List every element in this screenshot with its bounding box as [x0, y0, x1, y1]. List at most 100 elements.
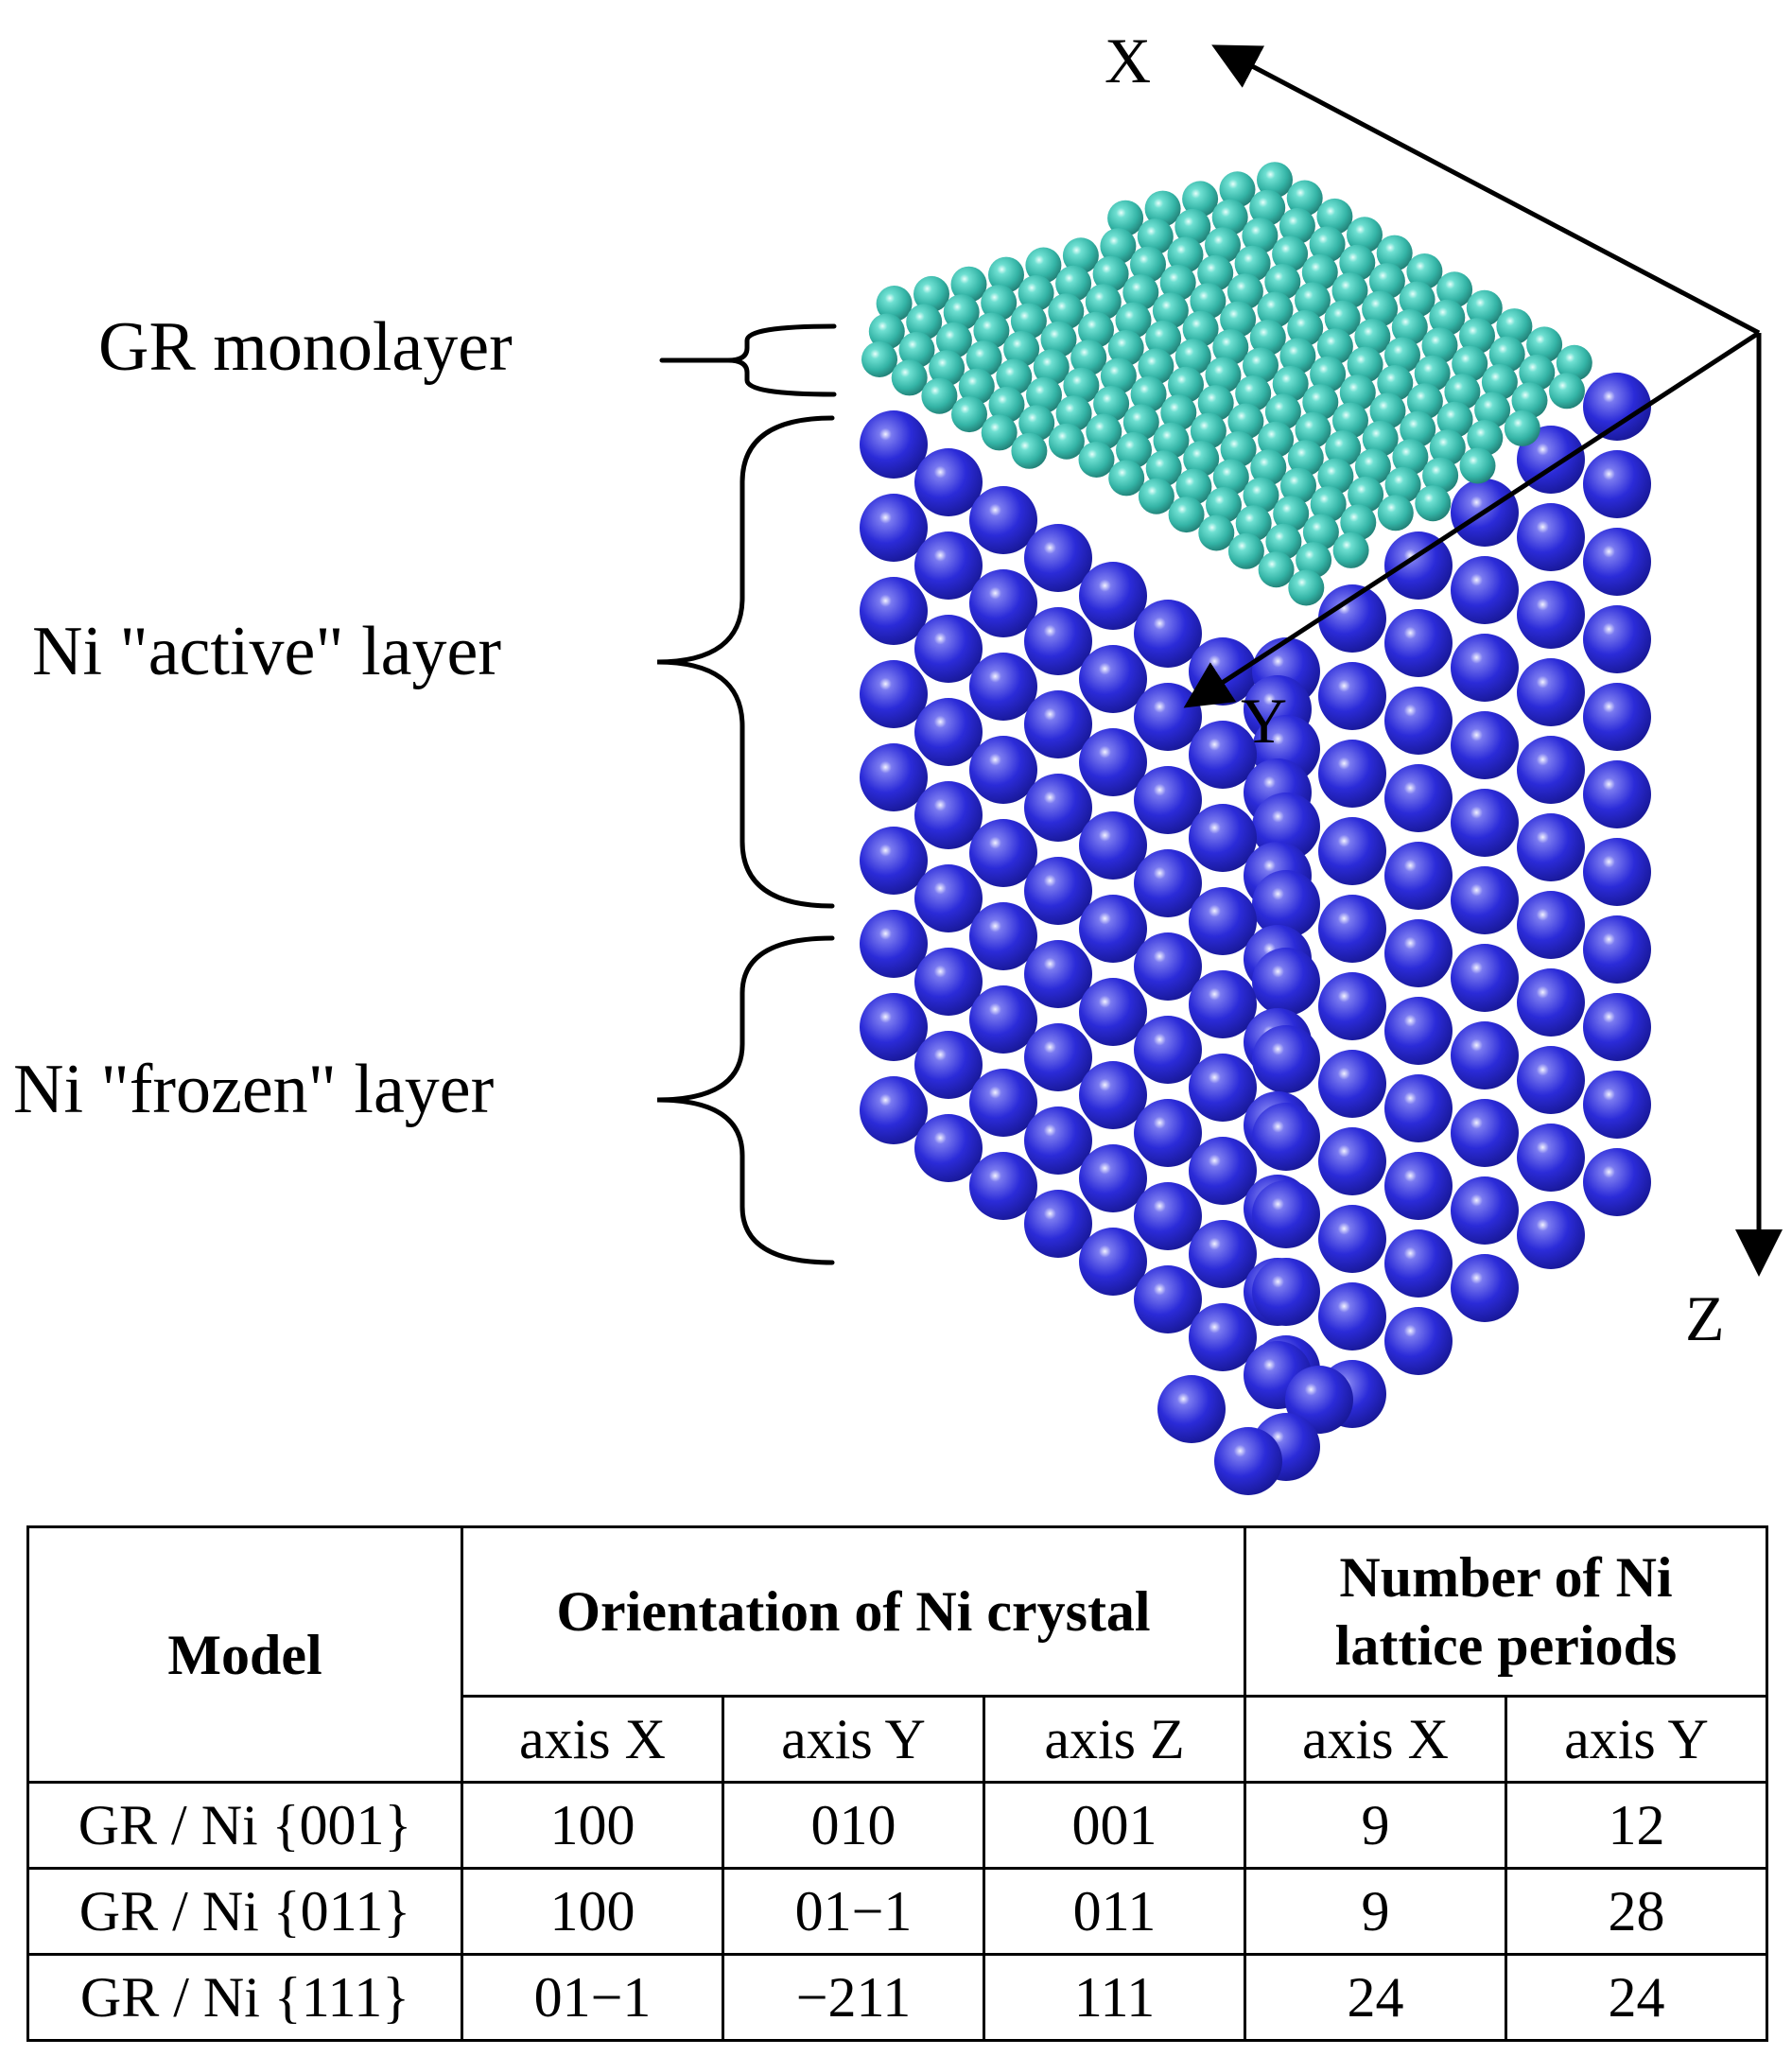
- orientation-y-cell: 010: [722, 1781, 985, 1870]
- table-row: GR / Ni {011} 100 01−1 011 9 28: [26, 1867, 1769, 1956]
- graphene-atom: [1025, 247, 1062, 284]
- graphene-atom: [1392, 439, 1429, 476]
- graphene-atom: [1159, 264, 1196, 301]
- graphene-atom: [1317, 458, 1354, 495]
- graphene-atom: [1048, 423, 1085, 460]
- graphene-atom: [1220, 431, 1257, 467]
- ni-atom: [1451, 1254, 1519, 1322]
- graphene-atom: [1391, 309, 1428, 345]
- graphene-atom: [1325, 430, 1362, 467]
- ni-atom: [969, 736, 1037, 804]
- ni-atom: [1079, 895, 1147, 963]
- graphene-atom: [1264, 393, 1301, 430]
- graphene-atom: [1288, 569, 1325, 606]
- graphene-atom: [913, 275, 949, 312]
- graphene-atom: [1459, 318, 1495, 355]
- graphene-atom: [1362, 420, 1399, 457]
- ni-atom: [1583, 1148, 1651, 1216]
- ni-atom-lattice: [860, 373, 1651, 1495]
- x-axis-arrow: [1211, 44, 1761, 336]
- graphene-atom: [1168, 366, 1204, 403]
- graphene-atom: [1295, 282, 1331, 319]
- ni-atom: [1318, 1127, 1386, 1195]
- graphene-atom: [1519, 354, 1556, 391]
- graphene-atom: [1421, 327, 1458, 364]
- ni-atom: [1517, 968, 1585, 1037]
- ni-atom: [1517, 736, 1585, 804]
- ni-atom: [1189, 721, 1257, 789]
- graphene-atom: [1310, 486, 1347, 523]
- graphene-atom: [1279, 208, 1315, 244]
- ni-atom: [1318, 1050, 1386, 1118]
- graphene-atom: [1339, 244, 1376, 281]
- graphene-atom: [1348, 476, 1384, 513]
- graphene-atom: [1488, 336, 1525, 373]
- graphene-atom: [1331, 272, 1368, 309]
- graphene-atom: [1093, 386, 1130, 422]
- graphene-atom: [1138, 348, 1174, 385]
- graphene-atom: [1376, 235, 1413, 271]
- graphene-atom: [981, 414, 1018, 451]
- graphene-atom: [1474, 392, 1511, 428]
- ni-atom: [1583, 528, 1651, 596]
- ni-atom: [1189, 1303, 1257, 1371]
- graphene-atom: [921, 377, 958, 414]
- ni-atom: [1134, 766, 1202, 834]
- ni-atom: [1079, 811, 1147, 880]
- graphene-atom: [1190, 412, 1227, 449]
- graphene-atom: [1026, 376, 1062, 413]
- ni-atom: [1318, 1282, 1386, 1350]
- graphene-atom: [1362, 290, 1399, 327]
- ni-atom: [1384, 1307, 1453, 1375]
- ni-atom: [1451, 1176, 1519, 1245]
- graphene-atom: [1227, 532, 1264, 569]
- graphene-atom: [1130, 375, 1167, 412]
- graphene-atom: [1107, 330, 1144, 366]
- sub-header-orientation-z: axis Z: [983, 1695, 1246, 1784]
- ni-atom: [1024, 774, 1092, 842]
- ni-atom: [1079, 1144, 1147, 1212]
- graphene-atom: [898, 331, 935, 368]
- orientation-z-cell: 001: [983, 1781, 1246, 1870]
- ni-atom: [1318, 895, 1386, 963]
- graphene-atom: [1452, 345, 1488, 382]
- graphene-atom: [1296, 542, 1332, 579]
- graphene-atom: [1466, 289, 1503, 326]
- ni-atom: [914, 448, 983, 516]
- graphene-atom: [1160, 394, 1197, 431]
- graphene-atom: [1368, 263, 1405, 300]
- graphene-atom: [1018, 275, 1054, 311]
- graphene-atom: [1496, 308, 1533, 345]
- ni-atom: [1252, 870, 1320, 938]
- ni-atom: [914, 615, 983, 683]
- graphene-atom: [1310, 356, 1347, 392]
- graphene-atom: [1174, 208, 1211, 245]
- graphene-atom: [1369, 392, 1406, 429]
- ni-frozen-layer-label: Ni "frozen" layer: [13, 1051, 495, 1128]
- graphene-atom: [1354, 448, 1391, 485]
- ni-atom: [969, 1069, 1037, 1137]
- graphene-atom: [1055, 395, 1092, 432]
- ni-atom: [1583, 605, 1651, 673]
- graphene-atom: [1243, 347, 1279, 384]
- ni-atom: [914, 948, 983, 1016]
- graphene-atom: [1078, 442, 1115, 478]
- graphene-atom: [1301, 253, 1338, 290]
- ni-atom: [1583, 915, 1651, 984]
- graphene-atom: [1198, 514, 1235, 551]
- ni-atom: [1583, 760, 1651, 828]
- graphene-atom: [1100, 357, 1137, 394]
- graphene-atom: [1384, 337, 1420, 374]
- ni-atom: [1189, 1054, 1257, 1122]
- graphene-atom: [1167, 236, 1204, 273]
- graphene-atom: [1197, 254, 1234, 291]
- graphene-atom: [1257, 162, 1293, 199]
- graphene-atom: [1429, 299, 1466, 336]
- graphene-atom: [1055, 265, 1092, 302]
- ni-atom: [860, 743, 928, 811]
- graphene-atom: [1415, 485, 1452, 522]
- graphene-atom: [1302, 514, 1339, 550]
- ni-atom: [860, 993, 928, 1061]
- graphene-atom: [1347, 346, 1383, 383]
- ni-atom: [1451, 789, 1519, 857]
